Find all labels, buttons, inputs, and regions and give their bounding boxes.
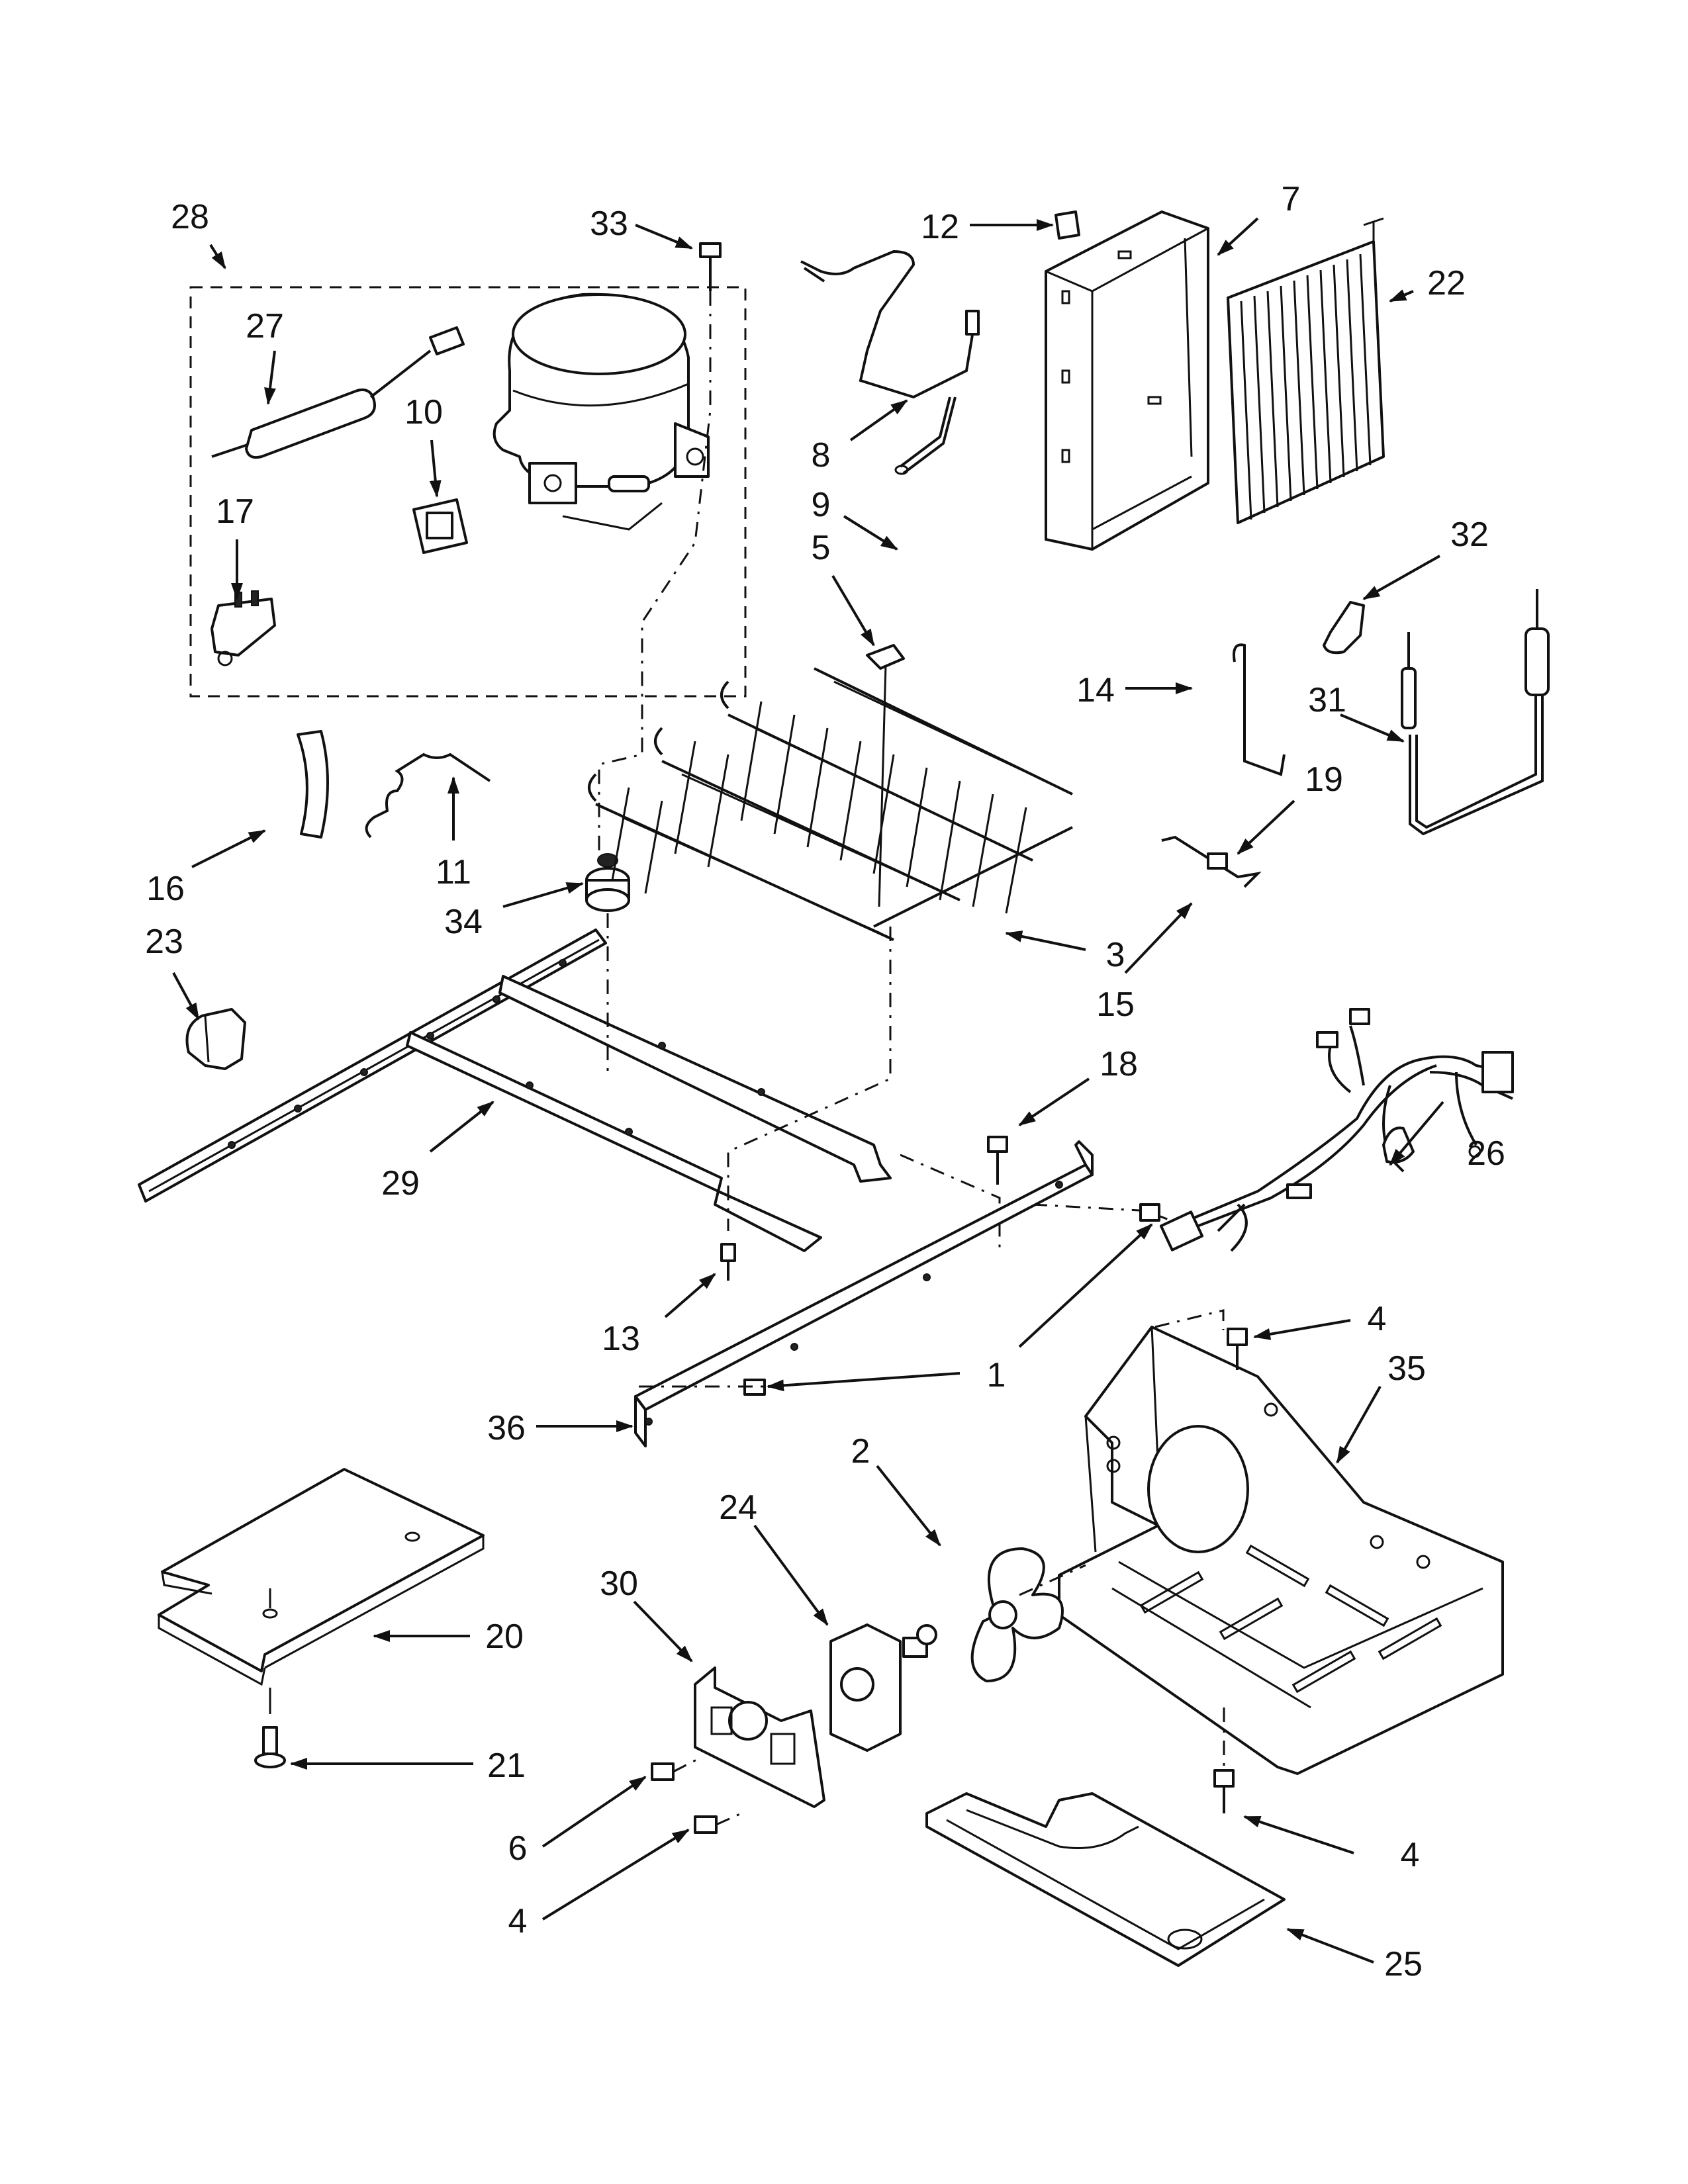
callout-28: 28 [171, 198, 209, 236]
callout-33: 33 [590, 205, 628, 243]
bracket-5 [866, 644, 905, 907]
callout-25: 25 [1384, 1945, 1423, 1983]
motor-bracket [694, 1666, 825, 1808]
evaporator-cover [1045, 210, 1209, 551]
drain-pan [925, 1792, 1286, 1967]
base-rails [138, 929, 892, 1252]
tube-31 [1401, 589, 1550, 836]
callout-24: 24 [719, 1488, 757, 1527]
screw-18 [987, 1136, 1008, 1185]
fan-blade [970, 1547, 1064, 1682]
callout-12: 12 [921, 208, 959, 246]
compressor-kit-outline [189, 286, 747, 698]
bracket-centerline [673, 1756, 742, 1826]
callout-36: 36 [487, 1409, 526, 1447]
fan-shroud [1058, 1326, 1504, 1775]
callout-32: 32 [1450, 516, 1489, 554]
wiring-harness [1159, 1008, 1514, 1252]
callout-26: 26 [1467, 1134, 1505, 1173]
callout-8: 8 [812, 436, 831, 475]
grommet [585, 853, 630, 912]
callout-5: 5 [812, 529, 831, 567]
callout-1: 1 [987, 1356, 1006, 1394]
callout-29: 29 [381, 1164, 420, 1203]
shroud-centerline-top [1154, 1309, 1225, 1330]
callout-27: 27 [246, 307, 284, 345]
hose-16 [297, 730, 329, 839]
callout-16: 16 [146, 870, 185, 908]
fan-motor [829, 1623, 937, 1752]
screw-19 [1207, 852, 1228, 870]
callout-22: 22 [1427, 264, 1466, 302]
callout-21: 21 [487, 1747, 526, 1785]
clip-12 [1055, 210, 1080, 240]
callout-18: 18 [1100, 1045, 1138, 1083]
compressor [492, 293, 710, 531]
leader-lines [172, 217, 1444, 1964]
overload [211, 590, 276, 666]
callout-14: 14 [1076, 671, 1115, 709]
callout-35: 35 [1387, 1349, 1426, 1388]
screw-33 [699, 242, 722, 291]
tube-8 [800, 250, 980, 399]
callout-17: 17 [216, 492, 254, 531]
callout-15: 15 [1096, 985, 1135, 1024]
rail-centerline-b [727, 927, 892, 1231]
callout-31: 31 [1308, 681, 1346, 719]
callout-20: 20 [485, 1617, 524, 1656]
bracket-32 [1323, 601, 1365, 655]
callout-2: 2 [851, 1432, 870, 1471]
callout-3: 3 [1106, 936, 1125, 974]
callout-23: 23 [145, 923, 183, 961]
screw-4-bottom [1213, 1769, 1235, 1813]
foot-21 [254, 1726, 286, 1768]
callout-4-left: 4 [508, 1902, 528, 1940]
wire-11 [365, 752, 491, 839]
callout-13: 13 [602, 1320, 640, 1358]
callout-4-right: 4 [1401, 1836, 1420, 1874]
hook-14 [1233, 643, 1286, 776]
callout-19: 19 [1305, 760, 1343, 799]
callout-34: 34 [444, 903, 483, 941]
screw-13 [720, 1243, 736, 1281]
condenser [588, 667, 1073, 941]
screw-4-bracket [694, 1815, 718, 1834]
screw-6 [651, 1762, 675, 1781]
evaporator [1227, 217, 1385, 524]
callout-9: 9 [812, 486, 831, 524]
callout-6: 6 [508, 1829, 528, 1868]
clip-15 [1161, 835, 1262, 888]
screw-4-top [1227, 1328, 1248, 1370]
front-rail [634, 1140, 1094, 1447]
cover-plate [158, 1468, 485, 1714]
start-device [211, 326, 465, 459]
callout-30: 30 [600, 1565, 638, 1603]
tube-9 [894, 396, 957, 475]
callout-11: 11 [436, 853, 471, 891]
callout-4-top: 4 [1368, 1300, 1387, 1338]
fan-centerline [1019, 1564, 1086, 1596]
callout-7: 7 [1282, 180, 1301, 218]
clip-23 [185, 1008, 246, 1070]
callout-labels: 28 27 10 17 33 12 7 22 8 9 5 32 14 31 19… [145, 180, 1505, 1983]
screw-1b [1139, 1203, 1160, 1222]
relay [412, 498, 468, 554]
callout-10: 10 [404, 393, 443, 432]
